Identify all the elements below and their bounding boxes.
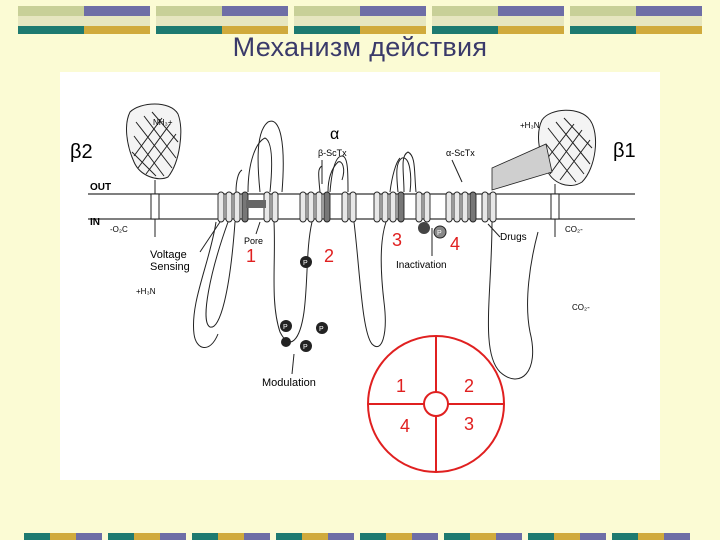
beta1-label: β1 — [613, 140, 636, 162]
top-bar-block — [570, 6, 702, 34]
top-bar-block — [294, 6, 426, 34]
circle-quadrant-1: 1 — [396, 376, 406, 396]
o2c-left-label: -O₂C — [110, 225, 128, 234]
sensing-label: Sensing — [150, 261, 190, 273]
top-bar-block — [18, 6, 150, 34]
phospho-label: P — [283, 324, 288, 331]
linker-loop-1 — [273, 221, 313, 343]
bottom-bar-block — [612, 533, 690, 540]
pore-loop-1 — [257, 120, 284, 193]
in-label: IN — [90, 217, 100, 228]
inactivation-label: Inactivation — [396, 260, 447, 271]
voltage-label: Voltage — [150, 249, 187, 261]
top-bar-block — [432, 6, 564, 34]
circle-quadrant-2: 2 — [464, 376, 474, 396]
modulation-label: Modulation — [262, 377, 316, 389]
bottom-bar-block — [276, 533, 354, 540]
modulation-arrow — [291, 353, 295, 375]
linker-loop-2 — [353, 221, 387, 347]
quadrant-circle — [367, 335, 505, 473]
circle-quadrant-4: 4 — [400, 416, 410, 436]
beta2-subunit — [126, 103, 182, 237]
h3n-right-label: +H₃N — [520, 121, 540, 130]
bottom-bar-block — [192, 533, 270, 540]
phospho-label: P — [437, 230, 442, 237]
diagram-panel: NH₃+ β2 +H₃N β1 OUT IN -O₂C CO₂- — [60, 72, 660, 480]
phospho-label: P — [303, 260, 308, 267]
alpha-label: α — [330, 126, 339, 143]
red-number-2: 2 — [324, 246, 334, 266]
n-terminal-tail — [192, 221, 219, 348]
alpha-sctx-label: α-ScTx — [446, 148, 475, 158]
top-decoration — [18, 6, 702, 34]
bottom-bar-block — [360, 533, 438, 540]
red-number-3: 3 — [392, 230, 402, 250]
alpha-sctx-arrow — [451, 159, 463, 183]
circle-quadrant-3: 3 — [464, 414, 474, 434]
red-number-1: 1 — [246, 246, 256, 266]
top-bar-block — [156, 6, 288, 34]
sodium-channel-diagram: NH₃+ β2 +H₃N β1 OUT IN -O₂C CO₂- — [70, 103, 636, 473]
h3n-bottom-label: +H₃N — [136, 287, 156, 296]
phospho-label: P — [303, 344, 308, 351]
beta-sctx-label: β-ScTx — [318, 148, 347, 158]
drugs-arrow — [487, 223, 501, 238]
co2-bottom-label: CO₂- — [572, 303, 590, 312]
bottom-bar-block — [528, 533, 606, 540]
bottom-decoration — [24, 533, 696, 540]
out-label: OUT — [90, 182, 111, 193]
voltage-arrow — [199, 221, 221, 253]
pore-label: Pore — [244, 236, 263, 246]
extracellular-loops — [235, 137, 417, 193]
phospho-sites — [280, 222, 447, 352]
voltage-loop — [205, 221, 236, 328]
pore-arrow — [255, 221, 261, 235]
bottom-bar-block — [108, 533, 186, 540]
nh3-left-label: NH₃+ — [153, 118, 173, 127]
co2-right-label: CO₂- — [565, 225, 583, 234]
beta1-subunit — [538, 109, 596, 237]
bottom-bar-block — [24, 533, 102, 540]
transmembrane-segments — [217, 191, 497, 223]
c-terminal-loop — [487, 221, 539, 380]
red-number-4: 4 — [450, 234, 460, 254]
beta2-label: β2 — [70, 141, 93, 163]
slide-title: Механизм действия — [232, 32, 488, 62]
pore-segment — [246, 200, 266, 208]
phospho-label: P — [319, 326, 324, 333]
beta1-link — [491, 143, 553, 191]
drugs-label: Drugs — [500, 232, 527, 243]
bottom-bar-block — [444, 533, 522, 540]
pore-loop-3 — [396, 157, 412, 193]
